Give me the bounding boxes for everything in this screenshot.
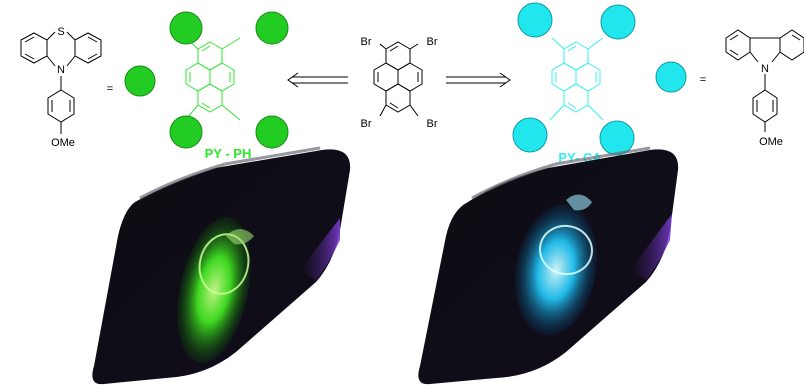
- substituent-dot-green: [169, 11, 203, 45]
- substituent-dot-green: [124, 65, 156, 97]
- tetrabromopyrene-structure: [373, 41, 423, 117]
- device-photo-cyan: [418, 146, 679, 385]
- sulfur-atom-label: S: [57, 26, 64, 38]
- phenothiazine-structure: [20, 31, 102, 134]
- bromine-label: Br: [427, 118, 438, 130]
- methoxy-label: OMe: [51, 137, 75, 149]
- substituent-dot-cyan: [517, 2, 553, 38]
- bromine-label: Br: [361, 118, 372, 130]
- substituent-dot-cyan: [512, 117, 548, 153]
- substituent-dot-cyan: [599, 120, 635, 156]
- compound-label-py-ph: PY - PH: [205, 146, 252, 161]
- carbazole-structure: [725, 29, 804, 132]
- pyrene-ca-structure: [549, 37, 604, 121]
- arrow-left-icon: [287, 72, 348, 88]
- bromine-label: Br: [361, 36, 372, 48]
- emission-glow-cyan: [514, 204, 598, 336]
- methoxy-label: OMe: [759, 136, 783, 148]
- nitrogen-atom-label: N: [761, 63, 769, 75]
- substituent-dot-green: [255, 115, 289, 149]
- equals-sign: =: [107, 83, 113, 95]
- emission-glow-green: [177, 217, 251, 363]
- nitrogen-atom-label: N: [57, 64, 65, 76]
- pyrene-ph-structure: [185, 37, 241, 121]
- substituent-dot-green: [169, 115, 203, 149]
- substituent-dot-cyan: [600, 4, 636, 40]
- bromine-label: Br: [427, 36, 438, 48]
- arrow-right-icon: [446, 72, 511, 88]
- substituent-dot-cyan: [655, 61, 687, 93]
- device-photo-green: [92, 146, 351, 385]
- equals-sign: =: [700, 74, 706, 86]
- substituent-dot-green: [255, 11, 289, 45]
